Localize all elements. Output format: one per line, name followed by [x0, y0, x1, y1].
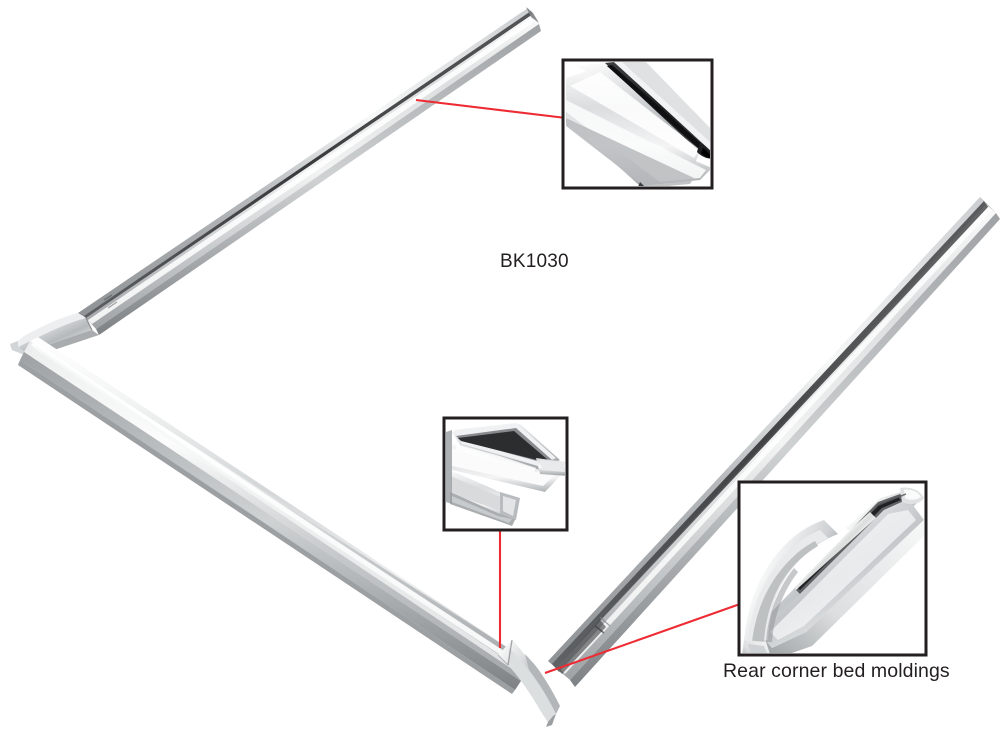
rail-joint-seam-upper [103, 294, 118, 309]
upper-left-rail [78, 7, 541, 335]
rear-corner-molding-art [742, 487, 924, 653]
part-number-label: BK1030 [500, 251, 569, 272]
leader-lines [415, 98, 758, 674]
bottom-corner-piece [497, 639, 560, 727]
callout-top [561, 58, 714, 190]
caption-label: Rear corner bed moldings [723, 660, 950, 682]
callout-corner [737, 480, 928, 657]
rail-joint-seam-lower [556, 616, 611, 674]
molding-end-section-art [446, 423, 565, 526]
leader-line-corner [544, 597, 758, 674]
lower-left-long-rail [18, 337, 534, 694]
leader-line-top [415, 98, 567, 120]
main-assembly [10, 7, 1000, 727]
molding-profile-detail-art [566, 62, 710, 186]
right-long-rail [548, 197, 1000, 687]
callout-middle [442, 416, 569, 532]
